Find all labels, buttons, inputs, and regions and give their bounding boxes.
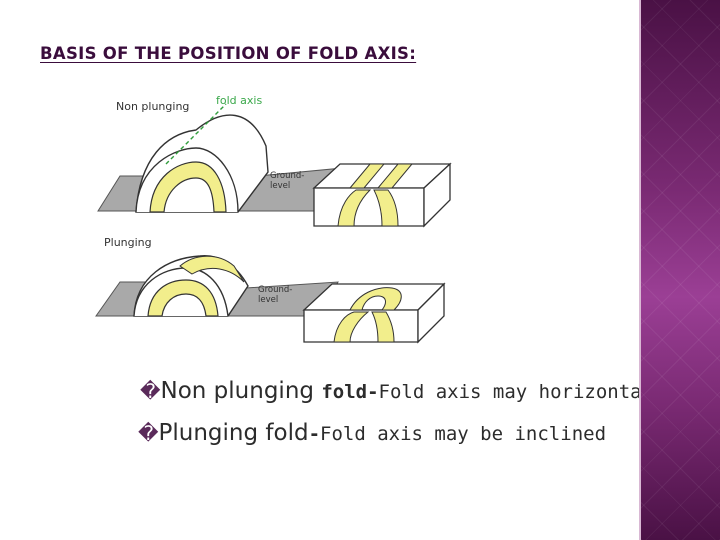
label-ground-level-top-1: Ground- [270, 171, 304, 181]
bullet-lead: Non plunging [160, 378, 322, 404]
eroded-block-bottom-side [417, 282, 445, 344]
bullet-rest: Fold axis may horizontal [378, 381, 654, 403]
decorative-side-band [641, 0, 720, 540]
bullet-mid: fold- [321, 381, 379, 403]
label-ground-level-bottom-1: Ground- [258, 285, 292, 295]
anticline-layer-top [149, 161, 227, 213]
eroded-bottom-front-arch-2 [371, 311, 395, 343]
label-ground-level-top-2: level [270, 181, 290, 191]
eroded-top-stripe-2 [376, 163, 414, 189]
slide-title: BASIS OF THE POSITION OF FOLD AXIS: [40, 44, 417, 63]
eroded-top-stripe-1 [348, 163, 386, 189]
fold-diagram-svg: Non plunging fold axis Ground- level Plu… [95, 94, 452, 344]
fold-diagram: Non plunging fold axis Ground- level Plu… [88, 86, 468, 352]
bullet-list: �Non plunging fold-Fold axis may horizon… [138, 372, 653, 456]
label-plunging: Plunging [104, 236, 152, 249]
bullet-marker-icon: � [140, 379, 161, 403]
eroded-bottom-front-arch [333, 311, 370, 343]
side-divider [639, 0, 641, 540]
plunging-layer [147, 279, 219, 317]
eroded-block-top-front [313, 187, 425, 227]
bullet-rest: Fold axis may be inclined [320, 423, 607, 445]
bullet-mid: - [308, 423, 321, 445]
label-fold-axis: fold axis [216, 94, 262, 107]
eroded-top-front-arch [337, 189, 372, 227]
eroded-bottom-nose [349, 287, 402, 311]
plunging-layer-top [179, 255, 245, 283]
label-ground-level-bottom-2: level [258, 295, 278, 305]
bullet-lead: Plunging fold [158, 420, 309, 446]
fold-axis-line [165, 103, 227, 165]
eroded-top-front-arch-2 [373, 189, 399, 227]
eroded-block-top-side [423, 162, 451, 228]
label-non-plunging: Non plunging [116, 100, 189, 113]
bullet-marker-icon: � [138, 421, 159, 445]
bullet-plunging: �Plunging fold-Fold axis may be inclined [138, 414, 653, 456]
bullet-non-plunging: �Non plunging fold-Fold axis may horizon… [140, 372, 653, 414]
